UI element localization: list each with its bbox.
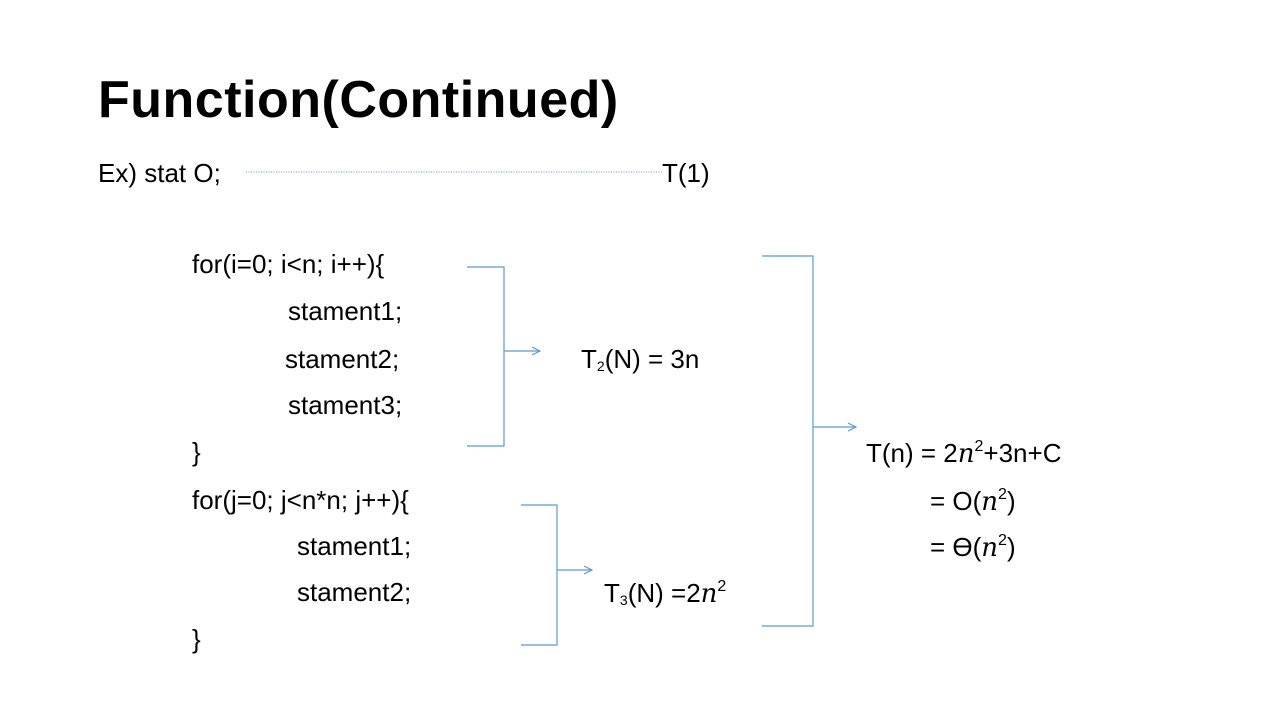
total-prefix: T(n) = 2	[866, 438, 958, 468]
big-o-prefix: = O(	[930, 486, 982, 516]
total-variable: n	[957, 439, 975, 469]
total-exponent: 2	[974, 438, 984, 455]
big-theta-exponent: 2	[998, 532, 1007, 549]
loop1-cost-symbol: T	[581, 344, 597, 374]
slide-title: Function(Continued)	[98, 71, 619, 129]
loop2-cost: T3(N) =2n2	[604, 578, 727, 609]
loop1-header: for(i=0; i<n; i++){	[192, 249, 385, 279]
big-theta-formula: = Ө(n2)	[930, 532, 1016, 563]
big-o-variable: n	[981, 487, 999, 517]
loop1-close: }	[192, 437, 201, 467]
loop2-header: for(j=0; j<n*n; j++){	[192, 485, 409, 515]
loop1-statement: stament2;	[285, 344, 400, 374]
big-o-exponent: 2	[998, 486, 1007, 503]
loop1-statement: stament3;	[288, 390, 403, 420]
loop2-cost-exponent: 2	[717, 578, 727, 595]
loop1-cost-subscript: 2	[596, 358, 605, 374]
loop2-cost-variable: n	[700, 579, 718, 609]
loop2-close: }	[192, 624, 201, 654]
loop1-cost: T2(N) = 3n	[581, 346, 699, 373]
big-theta-prefix: = Ө(	[930, 532, 982, 562]
loop2-cost-subscript: 3	[619, 592, 628, 608]
loop1-cost-expression: (N) = 3n	[604, 344, 700, 374]
loop2-statement: stament1;	[297, 531, 412, 561]
big-o-suffix: )	[1006, 486, 1016, 516]
big-theta-suffix: )	[1006, 532, 1016, 562]
big-o-formula: = O(n2)	[930, 486, 1016, 517]
loop2-bracket	[521, 504, 558, 646]
example-statement: Ex) stat O;	[98, 158, 221, 188]
big-theta-variable: n	[981, 533, 999, 563]
loop1-statement: stament1;	[288, 296, 403, 326]
loop2-cost-symbol: T	[604, 578, 620, 608]
total-suffix: +3n+C	[983, 438, 1062, 468]
example-cost: T(1)	[662, 158, 710, 188]
loop2-cost-expression: (N) =2	[627, 578, 701, 608]
loop2-statement: stament2;	[297, 577, 412, 607]
total-formula: T(n) = 2n2+3n+C	[866, 438, 1062, 469]
total-bracket	[762, 255, 814, 627]
loop1-bracket	[467, 266, 505, 447]
